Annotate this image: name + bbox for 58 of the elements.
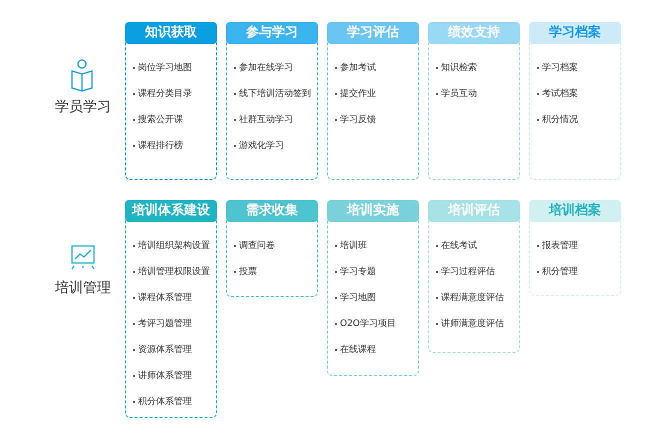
list-item: 参加考试	[340, 62, 376, 74]
list-item: 搜索公开课	[138, 114, 183, 126]
list-item: 积分情况	[542, 114, 578, 126]
card-header: 需求收集	[226, 200, 318, 222]
list-item: 在线考试	[441, 240, 477, 252]
dashed-card	[529, 22, 621, 180]
list-item: 培训班	[340, 240, 367, 252]
list-item: 培训组织架构设置	[138, 240, 210, 252]
list-item: 社群互动学习	[239, 114, 293, 126]
list-item: 讲师体系管理	[138, 370, 192, 382]
list-item: 调查问卷	[239, 240, 275, 252]
list-item: 线下培训活动签到	[239, 88, 311, 100]
dashed-card	[428, 200, 520, 353]
list-item: 讲师满意度评估	[441, 318, 504, 330]
list-item: 提交作业	[340, 88, 376, 100]
card-header: 培训评估	[428, 200, 520, 222]
list-item: 考评习题管理	[138, 318, 192, 330]
list-item: 学习过程评估	[441, 266, 495, 278]
dashed-card	[226, 200, 318, 297]
dashed-card	[226, 22, 318, 180]
list-item: 课程排行榜	[138, 140, 183, 152]
list-item: 考试档案	[542, 87, 578, 100]
card-header: 培训实施	[327, 200, 419, 222]
list-item: 参加在线学习	[239, 62, 293, 74]
card-header: 学习评估	[327, 22, 419, 44]
list-item: 课程分类目录	[138, 88, 192, 100]
card-header: 培训体系建设	[125, 200, 217, 222]
dashed-card	[327, 22, 419, 180]
list-item: 知识检索	[441, 62, 477, 74]
card-header: 绩效支持	[428, 22, 520, 44]
list-item: 学习地图	[340, 292, 376, 304]
list-item: 积分体系管理	[138, 396, 192, 408]
list-item: O2O学习项目	[340, 318, 396, 330]
list-item: 学习档案	[542, 61, 578, 74]
card-header: 培训档案	[529, 200, 621, 222]
list-item: 资源体系管理	[138, 344, 192, 356]
dashed-card	[529, 200, 621, 296]
list-item: 积分管理	[542, 266, 578, 278]
list-item: 培训管理权限设置	[138, 266, 210, 278]
list-item: 在线课程	[340, 344, 376, 356]
card-header: 知识获取	[125, 22, 217, 44]
list-item: 课程满意度评估	[441, 292, 504, 304]
dashed-card	[125, 22, 217, 180]
card-header: 学习档案	[529, 22, 621, 44]
dashed-card	[125, 200, 217, 418]
dashed-card	[428, 22, 520, 180]
card-header: 参与学习	[226, 22, 318, 44]
row-label: 培训管理	[55, 279, 111, 297]
list-item: 报表管理	[542, 240, 578, 252]
row-label: 学员学习	[55, 98, 111, 116]
list-item: 课程体系管理	[138, 292, 192, 304]
list-item: 学习专题	[340, 266, 376, 278]
list-item: 岗位学习地图	[138, 62, 192, 74]
list-item: 游戏化学习	[239, 140, 284, 152]
dashed-card	[327, 200, 419, 376]
list-item: 学习反馈	[340, 114, 376, 126]
list-item: 学员互动	[441, 88, 477, 100]
list-item: 投票	[239, 266, 257, 278]
